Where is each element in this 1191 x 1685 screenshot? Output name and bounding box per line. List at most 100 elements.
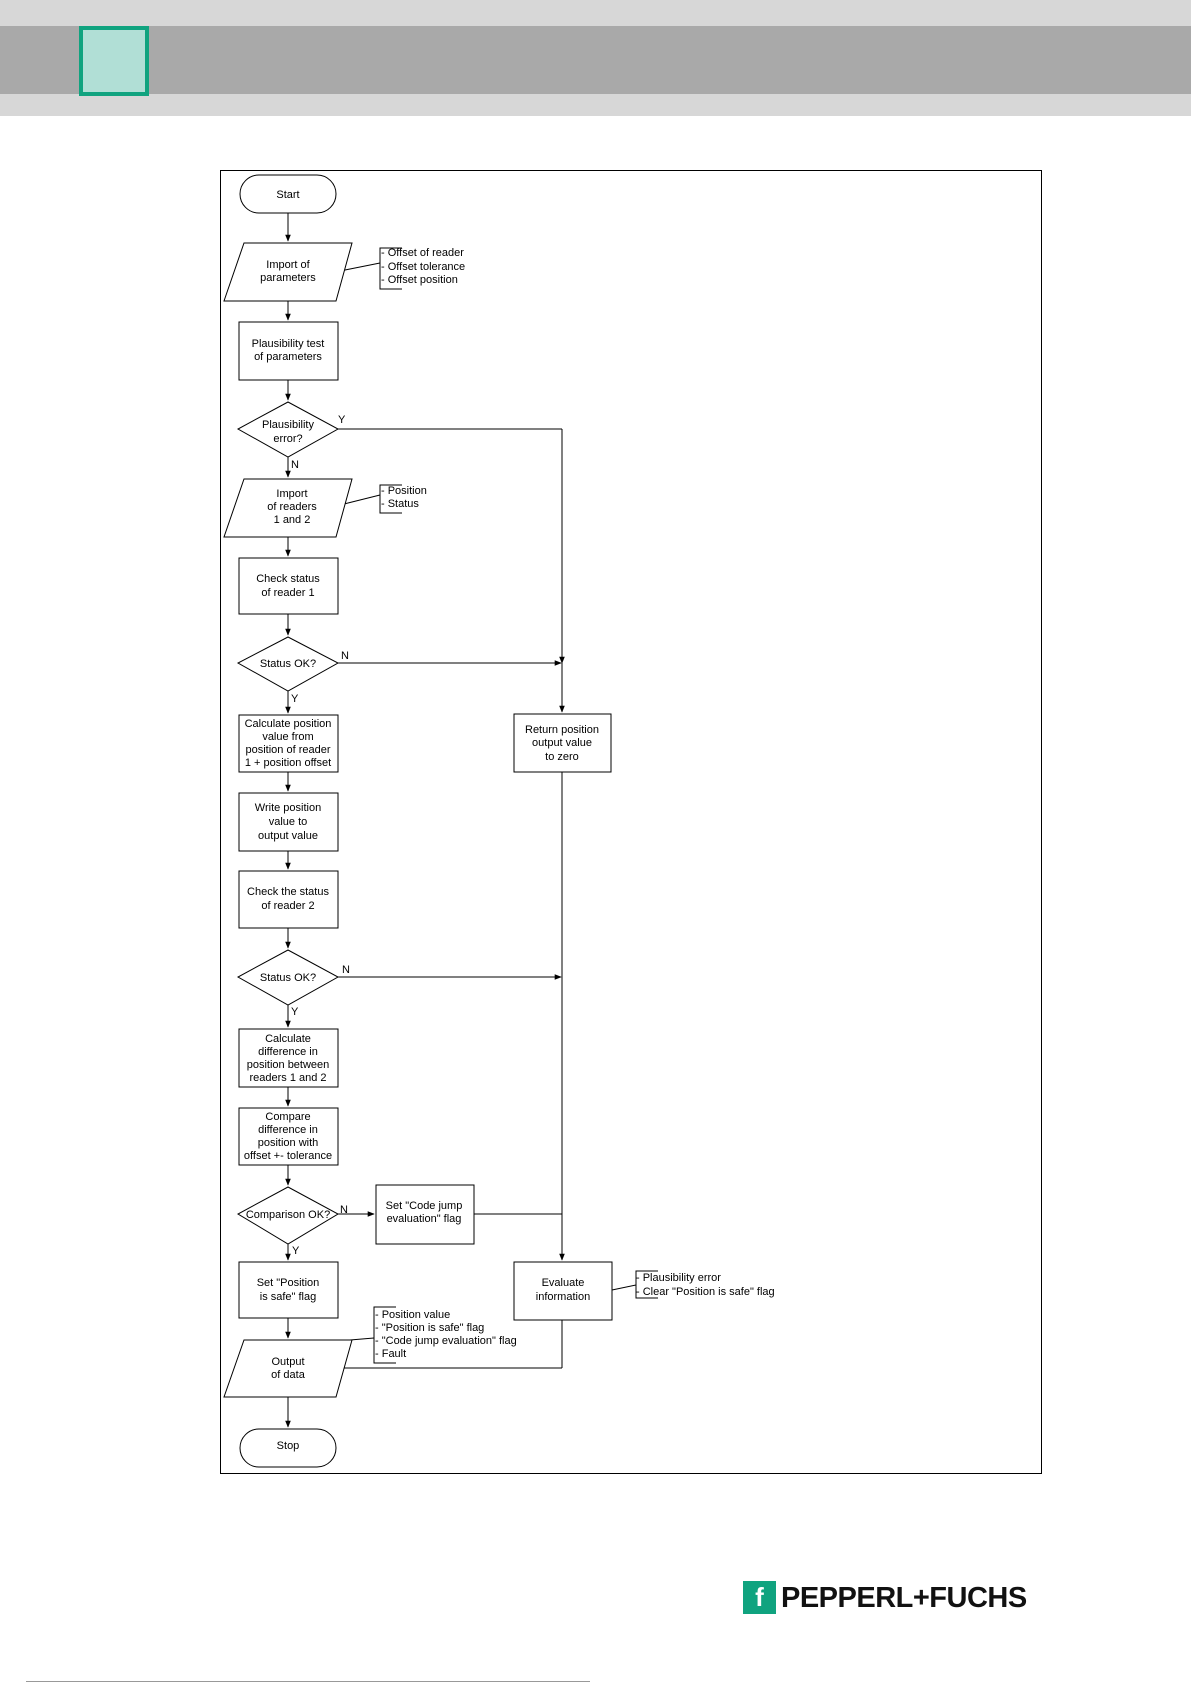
calc-position-box [238,714,339,773]
header-band-top [0,0,1191,26]
evaluate-note-2: - Clear "Position is safe" flag [636,1286,775,1298]
header-band [0,26,1191,94]
calc-position-label-1: Calculate position [245,718,332,730]
calc-difference-box [238,1028,339,1088]
no-label-status1: N [341,650,349,662]
yes-label-plausibility: Y [338,414,346,426]
plausibility-test-box [238,321,339,381]
calc-diff-label-3: position between [247,1059,330,1071]
status-ok-2-label: Status OK? [260,972,316,984]
import-readers-shape [223,478,353,538]
output-note-2: - "Position is safe" flag [375,1322,484,1334]
output-data-shape [223,1339,353,1398]
reader-note-1: - Position [381,485,427,497]
yes-label-comparison: Y [292,1245,300,1257]
footer-divider [26,1681,590,1682]
plaus-error-label-1: Plausibility [262,419,314,431]
stop-label: Stop [277,1440,300,1452]
calc-diff-label-2: difference in [258,1046,318,1058]
comparison-ok-decision [236,1186,340,1245]
evaluate-label-2: information [536,1291,590,1303]
check-reader1-label-1: Check status [256,573,320,585]
status-ok-2-decision [236,949,340,1006]
section-marker [79,26,149,96]
annotation-leader [611,1284,637,1291]
compare-difference-box [238,1107,339,1166]
reader-note-2: - Status [381,498,419,510]
output-note-4: - Fault [375,1348,406,1360]
import-params-label-2: parameters [260,272,316,284]
calc-diff-label-4: readers 1 and 2 [249,1072,326,1084]
set-position-safe-box [238,1261,339,1319]
return-zero-label-2: output value [532,737,592,749]
no-label-status2: N [342,964,350,976]
annotation-leader [339,494,381,506]
output-note-1: - Position value [375,1309,450,1321]
logo-text: PEPPERL+FUCHS [781,1582,1027,1614]
plaus-test-label-1: Plausibility test [252,338,325,350]
check-reader1-label-2: of reader 1 [261,587,314,599]
check-reader2-box [238,870,339,929]
calc-diff-label-1: Calculate [265,1033,311,1045]
param-note-3: - Offset position [381,274,458,286]
calc-position-label-3: position of reader [246,744,331,756]
annotation-bracket [379,484,402,514]
import-readers-label-1: Import [276,488,307,500]
compare-label-4: offset +- tolerance [244,1150,332,1162]
import-readers-label-3: 1 and 2 [274,514,311,526]
check-reader1-box [238,557,339,615]
logo-mark: f [743,1581,776,1614]
yes-label-status2: Y [291,1006,299,1018]
status-ok-1-decision [236,636,340,692]
start-terminal [239,174,337,214]
evaluate-label-1: Evaluate [542,1277,585,1289]
param-note-1: - Offset of reader [381,247,464,259]
stop-terminal [239,1428,337,1468]
write-position-label-2: value to [269,816,308,828]
evaluate-note-1: - Plausibility error [636,1272,721,1284]
plausibility-error-decision [236,401,340,458]
no-label-comparison: N [340,1204,348,1216]
check-reader2-label-2: of reader 2 [261,900,314,912]
output-note-3: - "Code jump evaluation" flag [375,1335,517,1347]
return-zero-box [513,713,612,773]
code-jump-label-1: Set "Code jump [386,1200,463,1212]
annotation-leader [339,262,381,272]
position-safe-label-2: is safe" flag [260,1291,317,1303]
code-jump-label-2: evaluation" flag [387,1213,462,1225]
return-zero-label-1: Return position [525,724,599,736]
annotation-bracket [379,247,402,290]
plaus-error-label-2: error? [273,433,302,445]
compare-label-3: position with [258,1137,319,1149]
return-zero-label-3: to zero [545,751,579,763]
output-data-label-2: of data [271,1369,306,1381]
output-data-label-1: Output [271,1356,304,1368]
set-code-jump-box [375,1184,475,1245]
annotation-bracket [635,1270,658,1299]
write-position-label-3: output value [258,830,318,842]
no-label-plausibility: N [291,459,299,471]
compare-label-1: Compare [265,1111,310,1123]
annotation-bracket [373,1306,396,1364]
evaluate-info-box [513,1261,613,1321]
import-readers-label-2: of readers [267,501,317,513]
compare-label-2: difference in [258,1124,318,1136]
start-label: Start [276,189,299,201]
import-params-label-1: Import of [266,259,310,271]
write-position-box [238,792,339,852]
param-note-2: - Offset tolerance [381,261,465,273]
yes-label-status1: Y [291,693,299,705]
plaus-test-label-2: of parameters [254,351,322,363]
write-position-label-1: Write position [255,802,321,814]
calc-position-label-2: value from [262,731,313,743]
header-band-bottom [0,94,1191,116]
check-reader2-label-1: Check the status [247,886,329,898]
import-parameters-shape [223,242,353,302]
comparison-ok-label: Comparison OK? [246,1209,330,1221]
position-safe-label-1: Set "Position [257,1277,320,1289]
calc-position-label-4: 1 + position offset [245,757,331,769]
annotation-leader [349,1337,375,1341]
flowchart-frame [220,170,1042,1474]
status-ok-1-label: Status OK? [260,658,316,670]
